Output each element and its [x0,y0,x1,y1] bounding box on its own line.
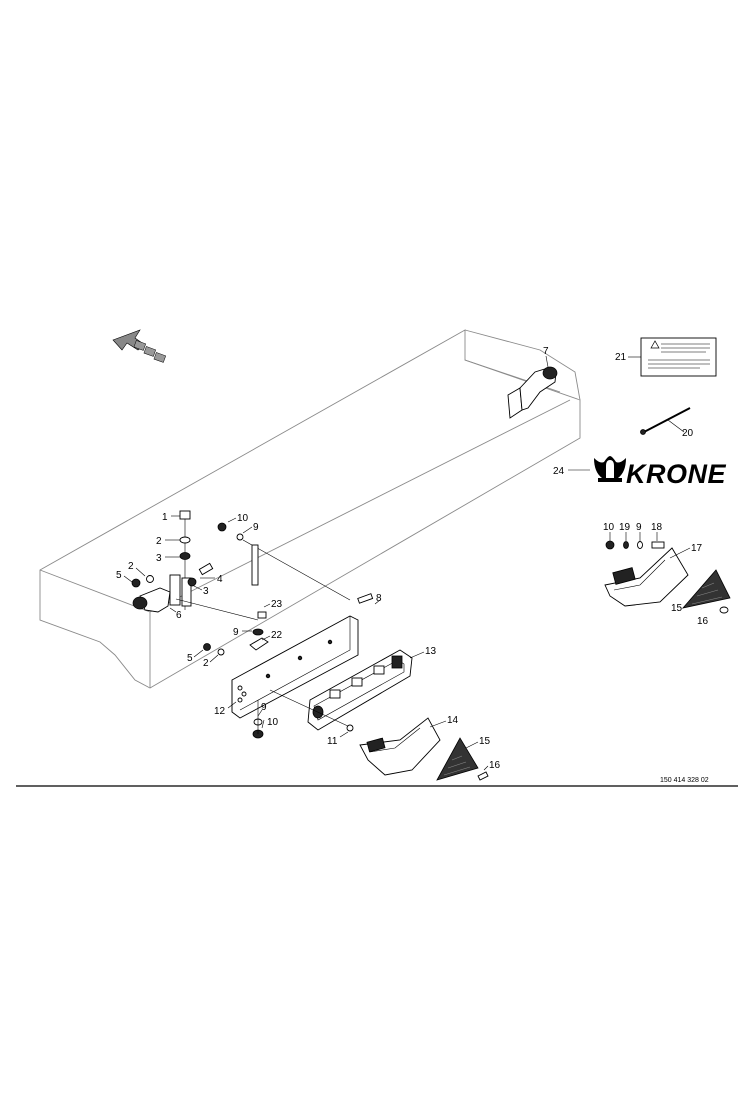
part-label: 18 [651,522,663,533]
part-label: 2 [156,536,162,547]
part-label: 9 [253,522,259,533]
krone-logo: KRONE [568,456,726,489]
part-label: 9 [261,702,267,713]
part-label: 23 [271,599,283,610]
part-label: 10 [267,717,279,728]
part-label: 10 [237,513,249,524]
part-label: 20 [682,428,694,439]
part-label: 21 [615,352,627,363]
rod-assembly [217,522,374,604]
part-label: 5 [187,653,193,664]
part-label: 9 [233,627,239,638]
part-label: 8 [376,593,382,604]
part-label: 16 [697,616,709,627]
krone-logo-text: KRONE [626,459,726,489]
part-label: 15 [671,603,683,614]
part-label: 15 [479,736,491,747]
warning-sign-21 [628,337,717,377]
part-label: 13 [425,646,437,657]
cable-tie-20 [640,407,691,435]
part-label: 6 [176,610,182,621]
part-label: 12 [214,706,226,717]
part-label: 14 [447,715,459,726]
part-label: 9 [636,522,642,533]
part-number-labels: 1 2 3 2 5 3 4 6 7 8 9 10 23 9 22 5 2 12 … [116,346,709,771]
lamp-housing-13 [269,649,413,732]
part-label: 11 [327,736,338,747]
direction-arrow-icon [112,329,167,363]
part-label: 2 [203,658,209,669]
part-label: 2 [128,561,134,572]
bracket-7 [507,355,558,419]
reflector-bracket-14 [359,717,489,781]
part-label: 10 [603,522,615,533]
part-label: 17 [691,543,703,554]
part-label: 19 [619,522,631,533]
part-label: 24 [553,466,565,477]
part-label: 1 [162,512,168,523]
part-label: 3 [156,553,162,564]
part-label: 16 [489,760,501,771]
fastener-detail-right [605,532,665,550]
drawing-number: 150 414 328 02 [660,777,709,784]
part-label: 4 [217,574,223,585]
leader-lines [123,515,489,771]
part-label: 3 [203,586,209,597]
part-label: 5 [116,570,122,581]
frame-beam [39,329,581,689]
part-label: 22 [271,630,283,641]
plate-carrier-12 [203,611,359,739]
lamp-bracket-left [131,510,259,621]
reflector-bracket-17 [604,547,731,614]
part-label: 7 [543,346,549,357]
